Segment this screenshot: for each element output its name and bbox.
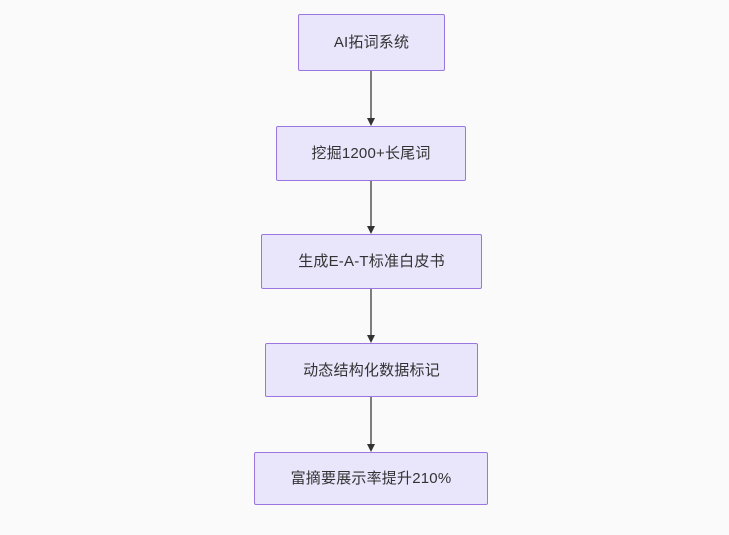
flow-node-rich-snippet-rate-increase[interactable]: 富摘要展示率提升210%	[254, 452, 488, 505]
flow-node-label: 挖掘1200+长尾词	[311, 145, 431, 162]
connector-line	[370, 71, 372, 118]
flow-node-generate-eat-whitepaper[interactable]: 生成E-A-T标准白皮书	[261, 234, 482, 289]
flow-node-label: 富摘要展示率提升210%	[290, 470, 452, 487]
flow-node-dynamic-structured-data-markup[interactable]: 动态结构化数据标记	[265, 343, 478, 397]
flow-node-mine-longtail-keywords[interactable]: 挖掘1200+长尾词	[276, 126, 466, 181]
connector-line	[370, 181, 372, 226]
flow-node-label: AI拓词系统	[333, 34, 410, 51]
flow-node-ai-keyword-system[interactable]: AI拓词系统	[298, 14, 445, 71]
connector-line	[370, 289, 372, 335]
flow-node-label: 生成E-A-T标准白皮书	[298, 253, 445, 270]
arrowhead-icon	[366, 335, 375, 343]
connector-line	[370, 397, 372, 444]
flow-node-label: 动态结构化数据标记	[303, 361, 440, 379]
arrowhead-icon	[366, 118, 375, 126]
arrowhead-icon	[366, 226, 375, 234]
arrowhead-icon	[366, 444, 375, 452]
